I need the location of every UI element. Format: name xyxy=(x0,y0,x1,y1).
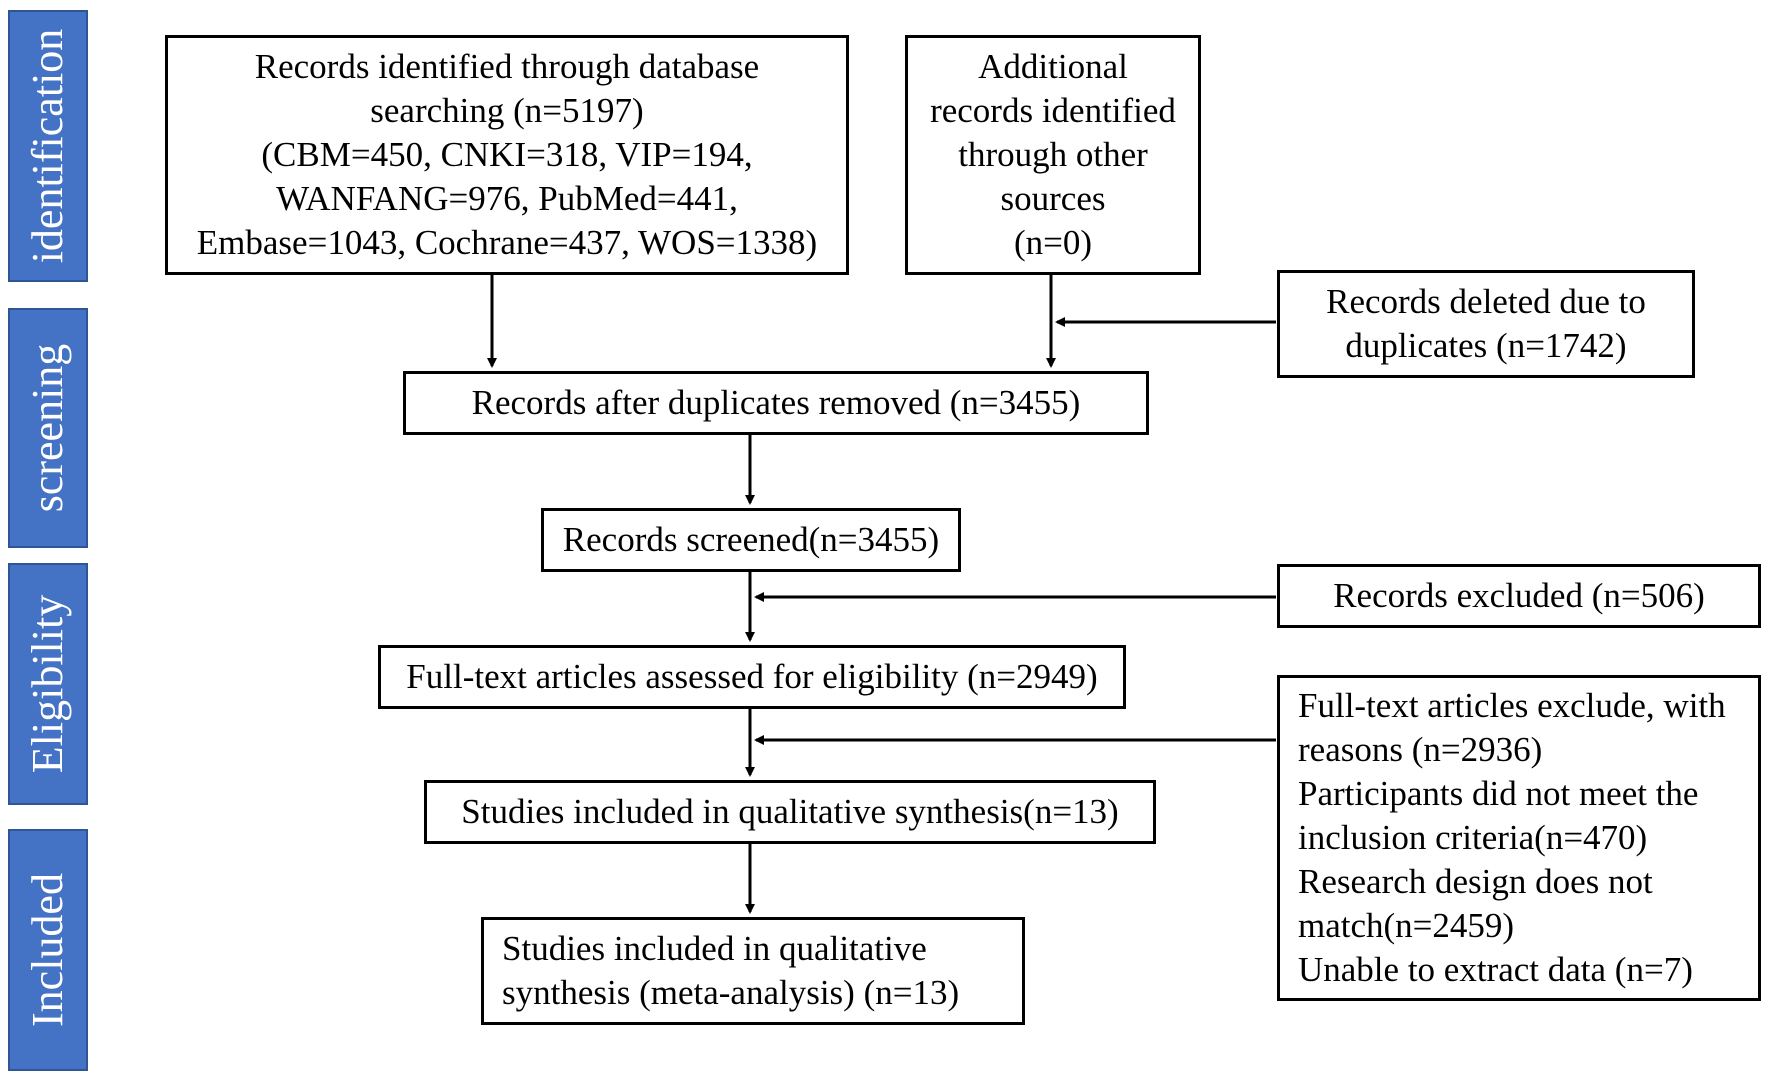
duplicates-deleted-text: Records deleted due to duplicates (n=174… xyxy=(1326,282,1646,365)
box-fulltext-excluded: Full-text articles exclude, with reasons… xyxy=(1277,675,1761,1001)
box-meta-analysis: Studies included in qualitative synthesi… xyxy=(481,917,1025,1025)
meta-analysis-text: Studies included in qualitative synthesi… xyxy=(502,929,960,1012)
records-screened-text: Records screened(n=3455) xyxy=(562,520,940,559)
box-records-excluded: Records excluded (n=506) xyxy=(1277,564,1761,628)
box-duplicates-deleted: Records deleted due to duplicates (n=174… xyxy=(1277,270,1695,378)
additional-records-text: Additional records identified through ot… xyxy=(930,47,1176,262)
box-additional-records: Additional records identified through ot… xyxy=(905,35,1201,275)
fulltext-excluded-text: Full-text articles exclude, with reasons… xyxy=(1298,686,1726,989)
stage-identification: identification xyxy=(8,10,88,282)
stage-screening: screening xyxy=(8,308,88,548)
records-excluded-text: Records excluded (n=506) xyxy=(1333,576,1705,615)
stage-included: Included xyxy=(8,829,88,1071)
qualitative-synthesis-text: Studies included in qualitative synthesi… xyxy=(461,792,1119,831)
box-records-screened: Records screened(n=3455) xyxy=(541,508,961,572)
box-database-records: Records identified through database sear… xyxy=(165,35,849,275)
box-qualitative-synthesis: Studies included in qualitative synthesi… xyxy=(424,780,1156,844)
database-records-text: Records identified through database sear… xyxy=(196,47,818,262)
box-after-duplicates: Records after duplicates removed (n=3455… xyxy=(403,371,1149,435)
box-fulltext-assessed: Full-text articles assessed for eligibil… xyxy=(378,645,1126,709)
fulltext-assessed-text: Full-text articles assessed for eligibil… xyxy=(406,657,1098,696)
stage-eligibility: Eligibility xyxy=(8,563,88,805)
after-duplicates-text: Records after duplicates removed (n=3455… xyxy=(471,383,1081,422)
